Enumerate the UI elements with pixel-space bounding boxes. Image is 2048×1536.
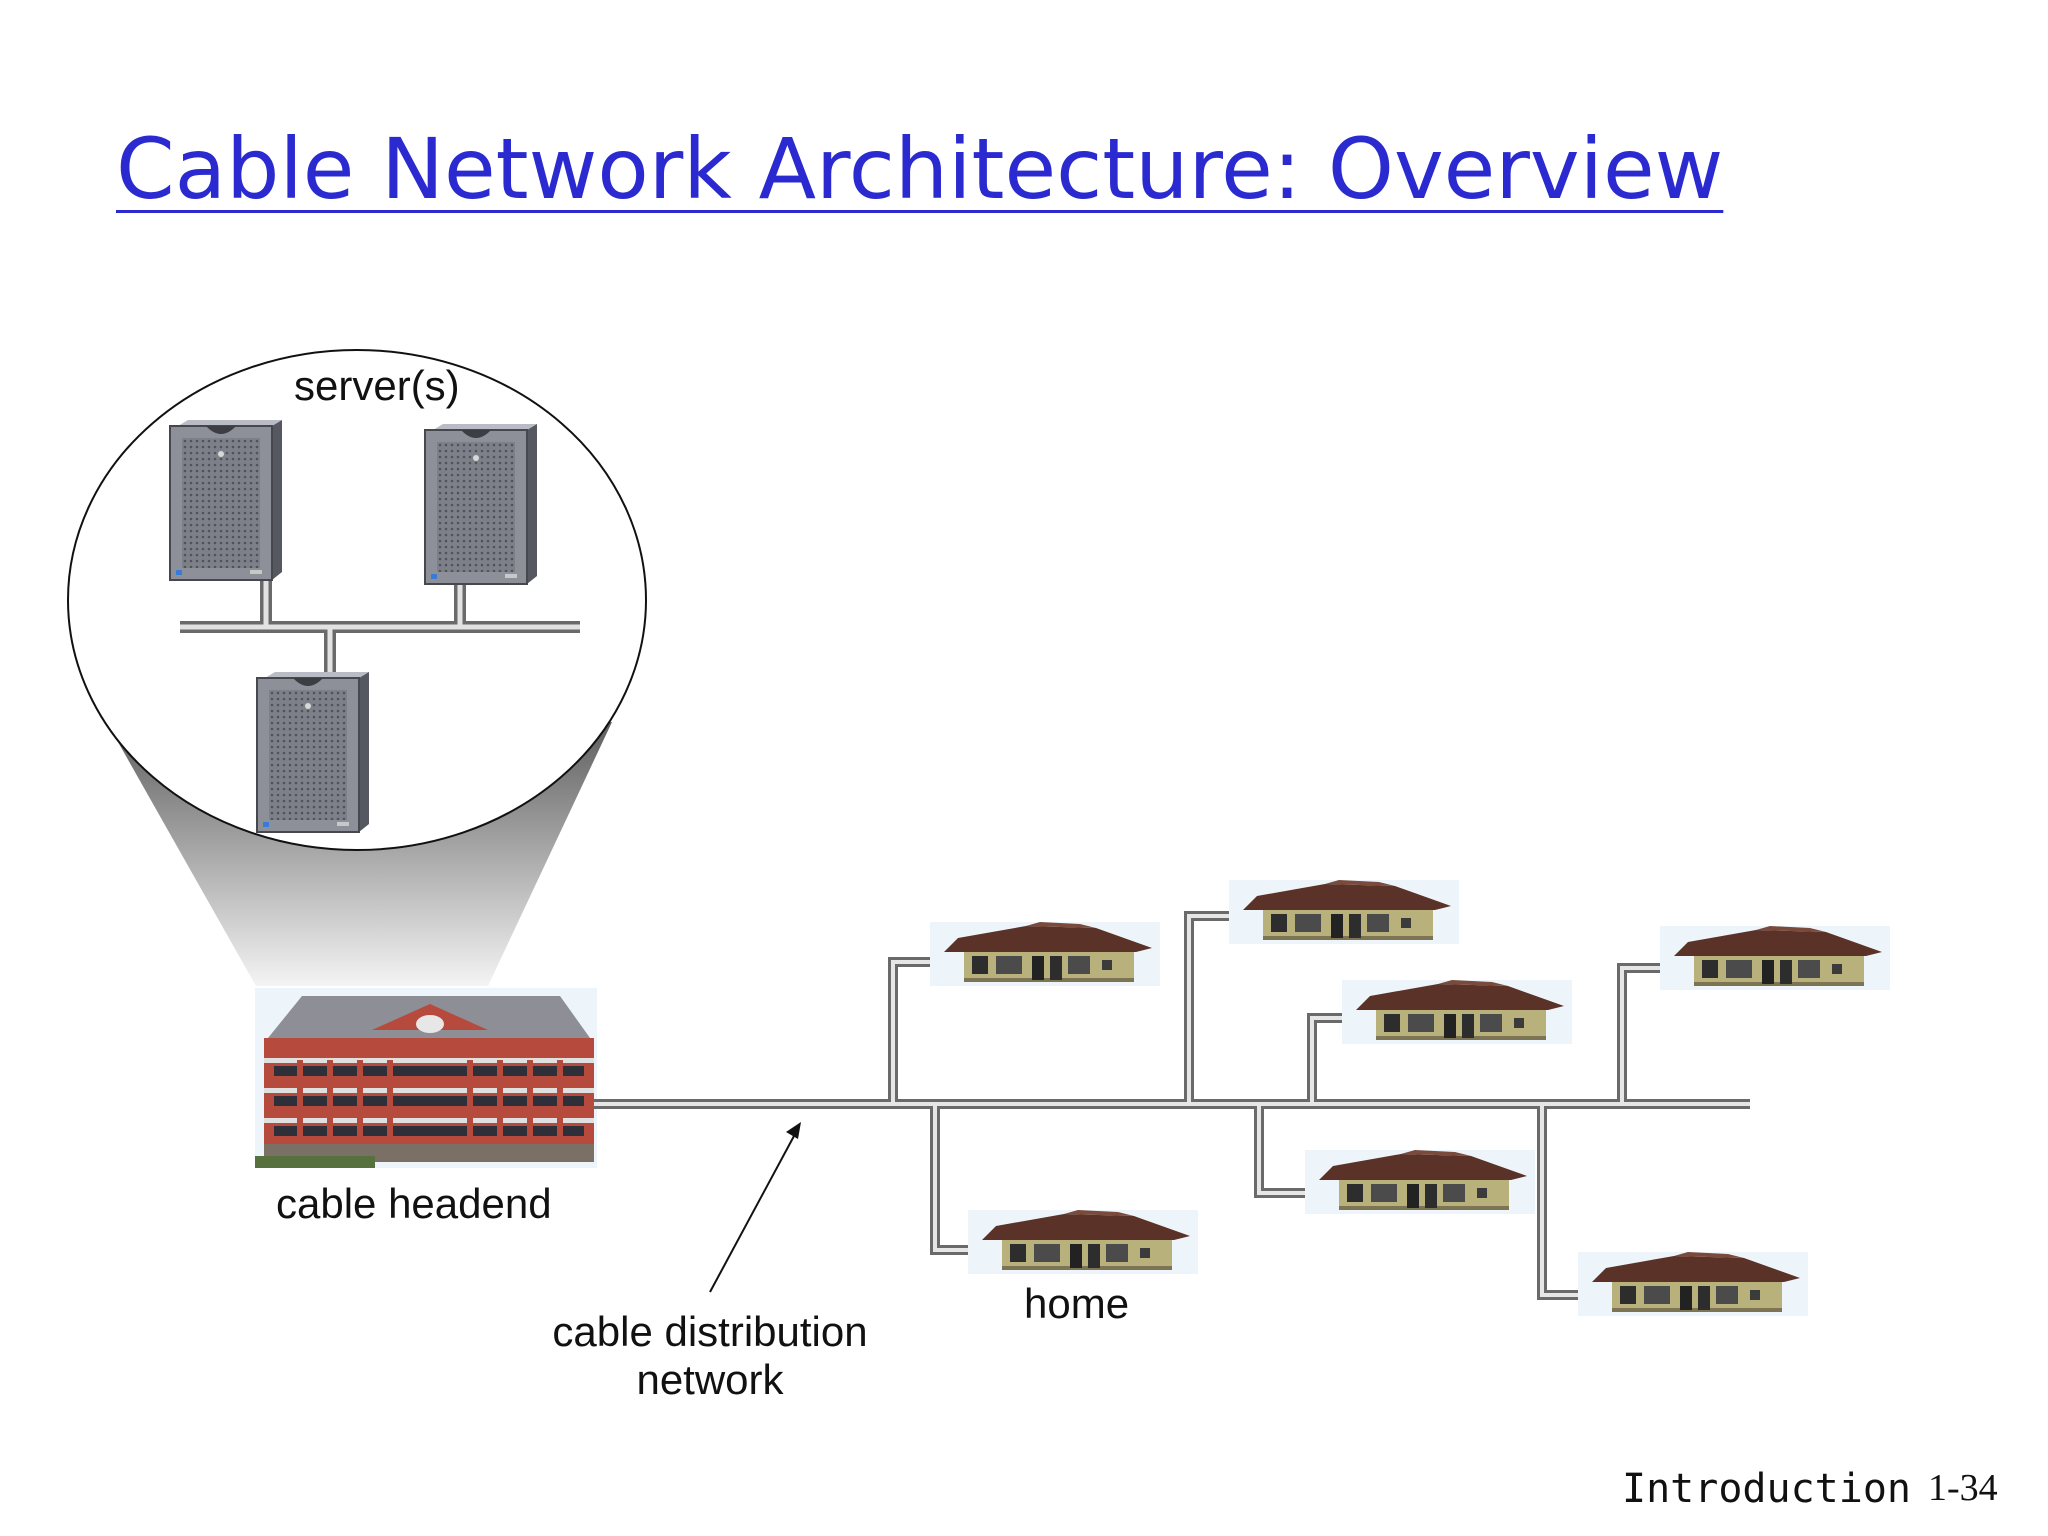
house-icon	[1578, 1252, 1808, 1316]
house-icon	[968, 1210, 1198, 1274]
home-label: home	[1024, 1280, 1130, 1327]
footer-section: Introduction	[1622, 1466, 1911, 1512]
slide-title: Cable Network Architecture: Overview	[116, 120, 1724, 218]
page-number: 1-34	[1928, 1467, 1998, 1509]
headend-label: cable headend	[276, 1180, 552, 1227]
house-icon	[1229, 880, 1459, 944]
server-icon	[424, 423, 538, 585]
distribution-label-line2: network	[636, 1356, 784, 1403]
server-label: server(s)	[294, 362, 460, 409]
cable-distribution-network	[594, 911, 1750, 1300]
house-icon	[1342, 980, 1572, 1044]
house-icon	[1305, 1150, 1535, 1214]
house-icon	[1660, 926, 1890, 990]
office-building-icon	[255, 988, 597, 1168]
server-icon	[169, 419, 283, 581]
distribution-label-line1: cable distribution	[552, 1308, 868, 1355]
distribution-pointer-arrow	[709, 1122, 801, 1293]
house-icon	[930, 922, 1160, 986]
server-lan-cable	[180, 577, 580, 673]
server-icon	[256, 671, 370, 833]
distribution-label: cable distribution network	[520, 1308, 900, 1404]
